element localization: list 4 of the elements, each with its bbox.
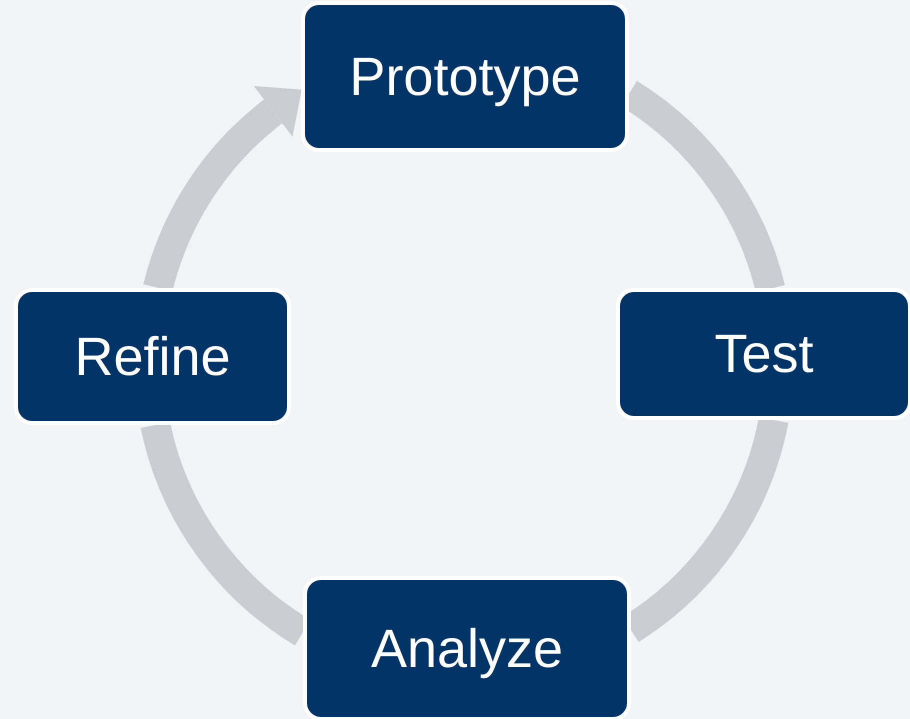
- process-box: Analyze: [303, 576, 631, 719]
- process-box: Refine: [14, 288, 291, 425]
- process-box: Prototype: [301, 1, 629, 152]
- process-box: Test: [616, 288, 910, 420]
